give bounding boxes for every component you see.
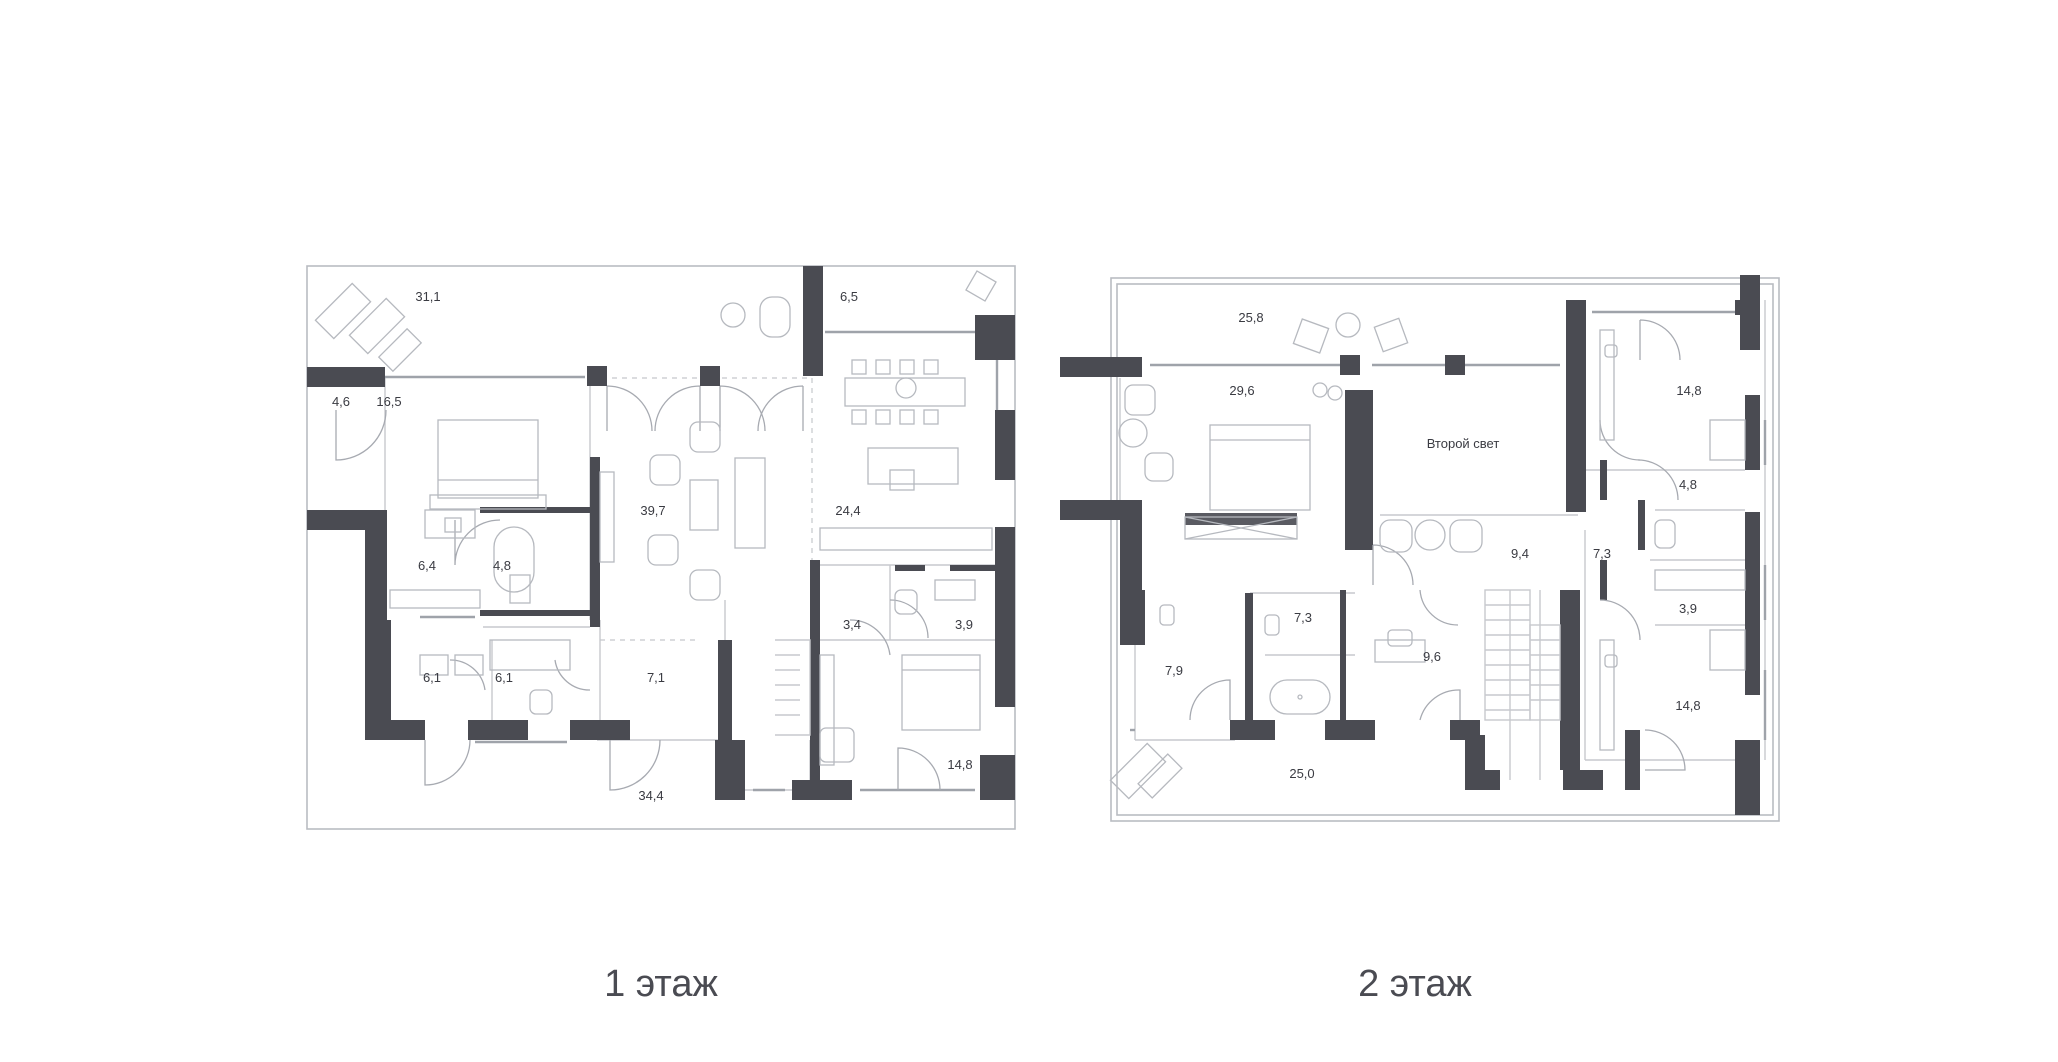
room-area-balcony-small: 6,5 [840,289,858,304]
room-area-bedroom-top-right: 14,8 [1676,383,1701,398]
room-area-porch: 34,4 [638,788,663,803]
room-area-bathroom: 4,8 [493,558,511,573]
room-area-living: 39,7 [640,503,665,518]
room-area-bedroom-bottom-right: 14,8 [1675,698,1700,713]
room-area-kitchen-dining: 24,4 [835,503,860,518]
room-area-terrace: 31,1 [415,289,440,304]
room-area-bedroom: 16,5 [376,394,401,409]
room-area-bathroom-master: 7,3 [1294,610,1312,625]
room-area-bedroom-2: 14,8 [947,757,972,772]
room-area-terrace-bottom: 25,0 [1289,766,1314,781]
floor-1-plan: 31,1 6,5 4,6 16,5 39,7 24,4 6,4 4,8 3,4 … [306,265,1016,1005]
room-area-terrace-top: 25,8 [1238,310,1263,325]
room-area-dressing-left: 7,9 [1165,663,1183,678]
room-area-dressing: 6,4 [418,558,436,573]
floor-2-title: 2 этаж [1358,963,1472,1005]
room-area-wc-right: 3,9 [1679,601,1697,616]
room-area-hall: 9,4 [1511,546,1529,561]
room-area-hall-small: 3,4 [843,617,861,632]
room-area-study: 9,6 [1423,649,1441,664]
room-label-second-light: Второй свет [1427,436,1500,451]
room-area-utility: 6,1 [423,670,441,685]
room-area-corridor: 7,1 [647,670,665,685]
floor-1-title: 1 этаж [604,963,718,1005]
room-area-wc: 3,9 [955,617,973,632]
room-area-laundry: 6,1 [495,670,513,685]
room-area-master-bedroom: 29,6 [1229,383,1254,398]
room-area-entry-side: 4,6 [332,394,350,409]
floor-2-plan: 25,8 29,6 Второй свет 14,8 4,8 9,4 7,3 3… [1060,275,1780,1005]
room-area-bath-top-right: 4,8 [1679,477,1697,492]
room-area-corridor-right: 7,3 [1593,546,1611,561]
